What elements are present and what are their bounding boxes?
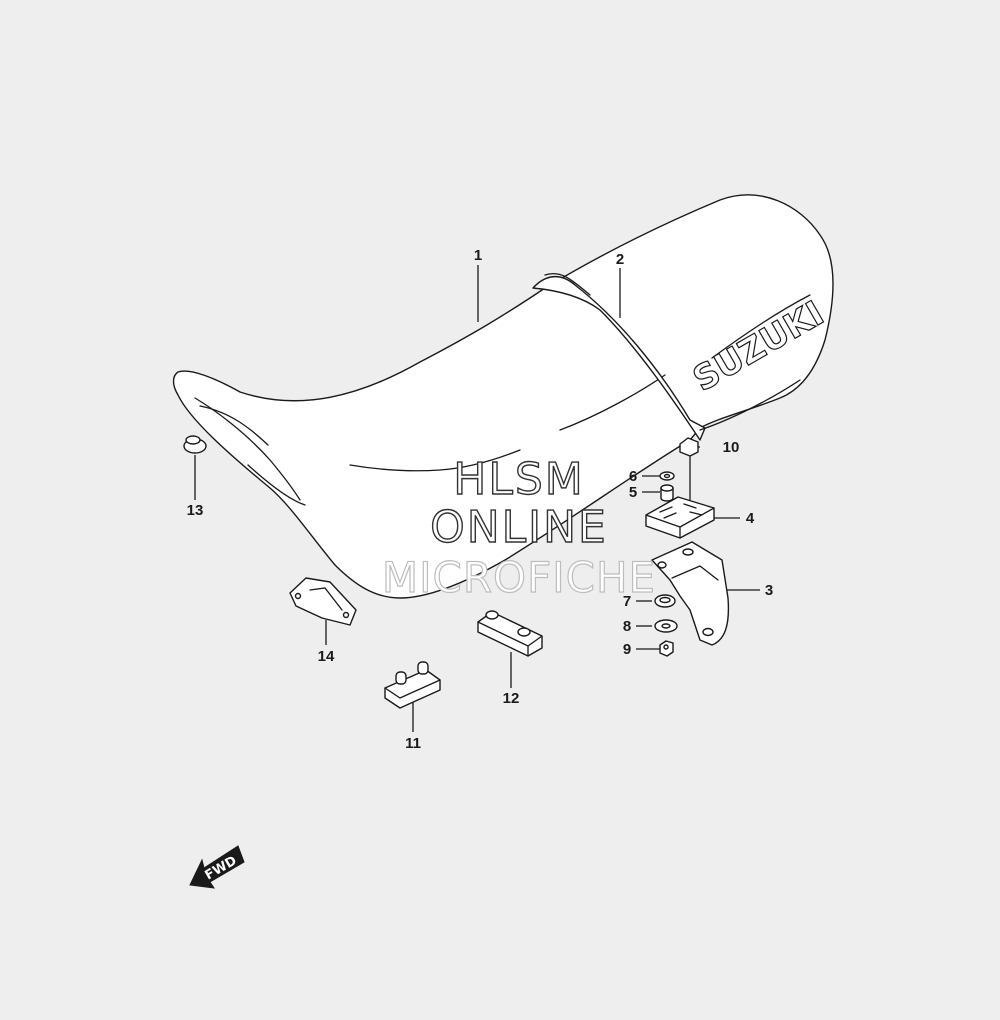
cushion-stud-2 — [417, 661, 429, 675]
bracket-hole-1 — [294, 592, 302, 600]
part-12-block[interactable] — [477, 610, 543, 657]
part-13-clip[interactable] — [183, 435, 207, 454]
collar-top — [660, 484, 674, 492]
block-body — [477, 611, 543, 657]
bracket-body — [651, 541, 730, 646]
cushion-edge — [384, 679, 441, 699]
bracket-plate — [289, 577, 357, 626]
block-edge — [477, 621, 543, 657]
part-6-washer[interactable] — [659, 471, 675, 481]
part-8-washer[interactable] — [654, 619, 678, 633]
bracket-hole-top — [682, 548, 694, 556]
bracket-hole-side — [657, 561, 667, 569]
block-stud-2 — [517, 627, 531, 637]
part-11-cushion[interactable] — [384, 661, 441, 709]
callout-12[interactable]: 12 — [503, 690, 520, 707]
callout-labels: 1 2 3 4 5 6 7 8 9 10 11 12 13 14 — [187, 247, 774, 752]
damper-edge — [645, 507, 715, 539]
callout-1[interactable]: 1 — [474, 247, 482, 264]
part-9-nut[interactable] — [659, 640, 674, 657]
damper-ribs — [659, 503, 703, 519]
fwd-arrow-icon — [189, 845, 245, 889]
part-14-bracket[interactable] — [289, 577, 357, 626]
part-7-ring[interactable] — [654, 594, 676, 608]
seat-seam-rear — [559, 374, 666, 431]
callout-10[interactable]: 10 — [723, 439, 740, 456]
callout-6[interactable]: 6 — [629, 468, 637, 485]
callout-5[interactable]: 5 — [629, 484, 637, 501]
washer8-inner — [661, 623, 671, 629]
callout-13[interactable]: 13 — [187, 502, 204, 519]
seat-strap-top — [544, 272, 591, 296]
bracket-ridge — [309, 587, 343, 611]
seat-seam-front — [349, 449, 521, 472]
block-stud-1 — [485, 610, 499, 620]
cushion-stud-1 — [395, 671, 407, 685]
seat-nose-edge — [199, 405, 269, 446]
part-3-bracket[interactable] — [651, 541, 730, 646]
part-10-cap[interactable] — [679, 437, 699, 457]
washer-inner — [663, 473, 671, 479]
seat-body[interactable] — [172, 194, 834, 599]
ring-inner — [659, 596, 671, 604]
seat-rear-bottom — [699, 379, 801, 431]
nut-hole — [663, 644, 669, 650]
cushion-body — [384, 669, 441, 709]
bracket-hole-bottom — [702, 627, 714, 637]
watermark-line-1: HLSM — [453, 454, 585, 505]
callout-3[interactable]: 3 — [765, 582, 773, 599]
clip-top — [185, 435, 201, 445]
callout-14[interactable]: 14 — [318, 648, 335, 665]
fwd-arrow: FWD — [189, 845, 245, 889]
callout-2[interactable]: 2 — [616, 251, 624, 268]
part-5-collar[interactable] — [660, 484, 674, 502]
callout-9[interactable]: 9 — [623, 641, 631, 658]
bracket-hole-2 — [342, 611, 350, 619]
bracket-fold — [671, 565, 719, 581]
logo-underline — [711, 294, 811, 359]
watermark: HLSM ONLINE MICROFICHE — [381, 453, 656, 602]
callout-8[interactable]: 8 — [623, 618, 631, 635]
callout-11[interactable]: 11 — [405, 735, 421, 752]
callout-4[interactable]: 4 — [746, 510, 755, 527]
seat-lower-edge — [247, 464, 306, 506]
callout-7[interactable]: 7 — [623, 593, 631, 610]
damper-body — [645, 496, 715, 539]
cap-body — [679, 437, 699, 457]
watermark-line-3: MICROFICHE — [382, 553, 656, 602]
part-4-damper[interactable] — [645, 496, 715, 539]
watermark-line-2: ONLINE — [430, 502, 608, 553]
